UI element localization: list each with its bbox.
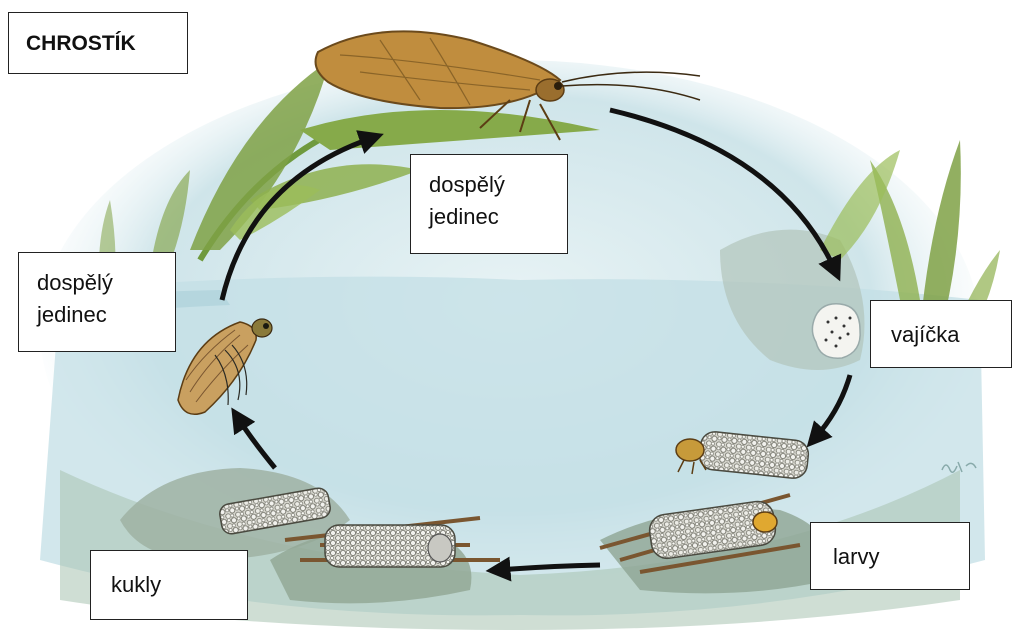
label-eggs-text: vajíčka — [891, 319, 1011, 351]
label-adult-top: dospělý jedinec — [410, 154, 568, 254]
label-eggs: vajíčka — [870, 300, 1012, 368]
page-title: CHROSTÍK — [8, 12, 188, 74]
label-adult-left-line2: jedinec — [37, 299, 175, 331]
page-title-text: CHROSTÍK — [26, 29, 187, 59]
label-pupae: kukly — [90, 550, 248, 620]
label-adult-left: dospělý jedinec — [18, 252, 176, 352]
label-larvae: larvy — [810, 522, 970, 590]
label-adult-left-line1: dospělý — [37, 267, 175, 299]
label-adult-top-line2: jedinec — [429, 201, 567, 233]
eggs-icon — [812, 304, 860, 358]
label-adult-top-line1: dospělý — [429, 169, 567, 201]
label-pupae-text: kukly — [111, 569, 247, 601]
label-larvae-text: larvy — [833, 541, 969, 573]
